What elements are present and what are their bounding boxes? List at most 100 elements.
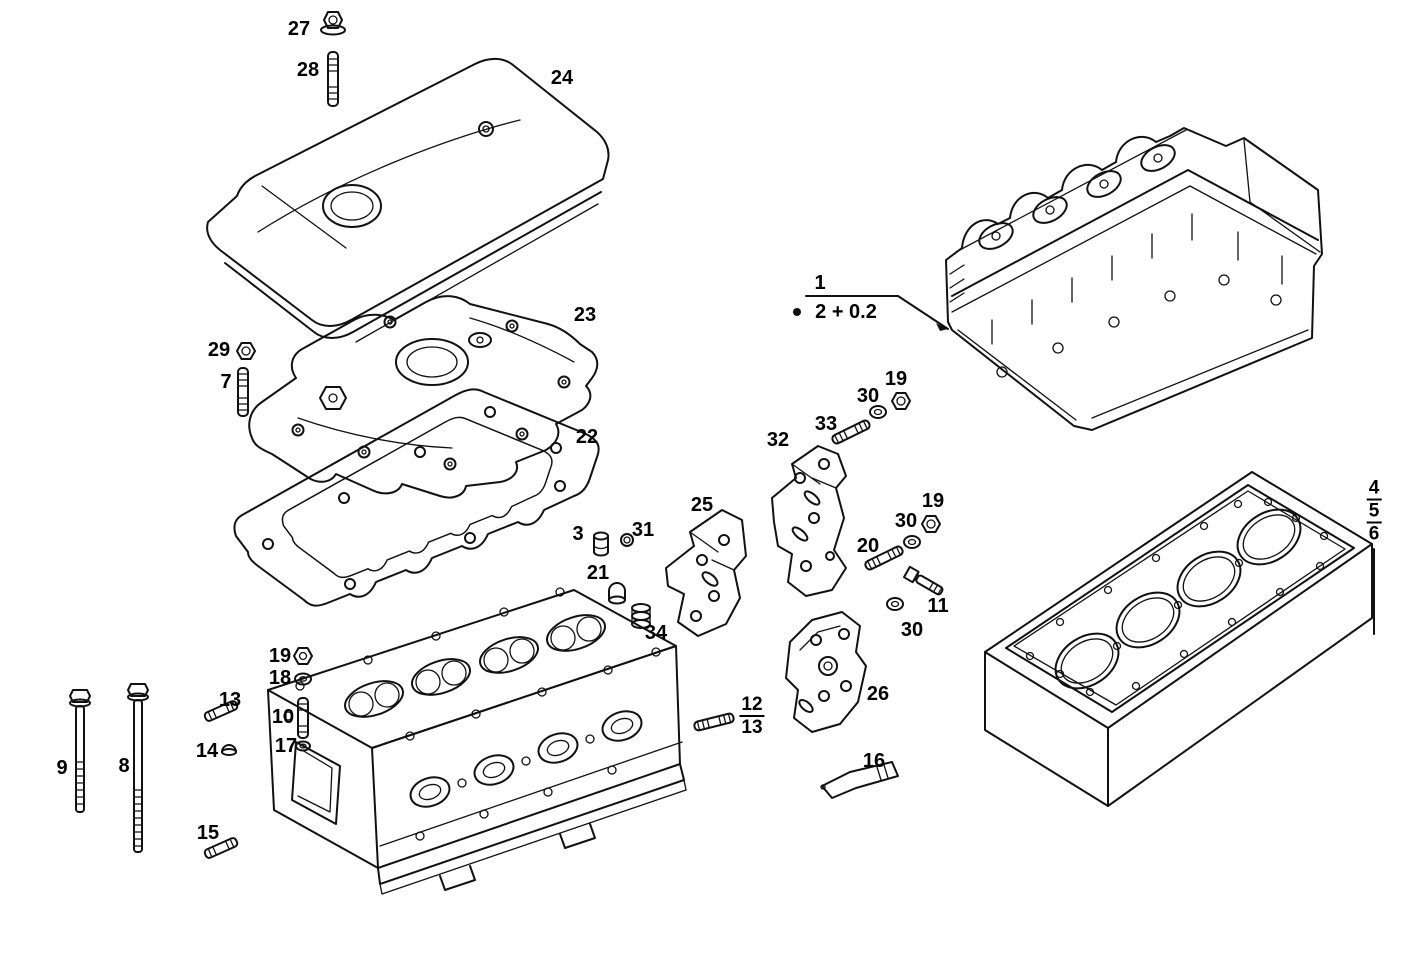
washer-30-top <box>869 405 887 419</box>
part-number: 3 <box>572 523 584 545</box>
part-callout-23: 23 <box>574 305 596 325</box>
valve-cover-gasket <box>233 388 600 607</box>
part-callout-30-bottom: 30 <box>901 620 923 640</box>
part-number: 25 <box>690 494 714 516</box>
part-callout-13: 13 <box>219 690 241 710</box>
part-callout-30-mid: 30 <box>895 511 917 531</box>
part-number: 6 <box>1368 523 1380 545</box>
bolt-9 <box>69 689 91 813</box>
part-number: 20 <box>856 535 880 557</box>
stud-12-13 <box>693 712 735 732</box>
washer-18 <box>294 672 312 686</box>
part-callout-24: 24 <box>551 68 573 88</box>
part-callout-7: 7 <box>220 372 231 392</box>
part-callout-26: 26 <box>867 684 889 704</box>
mounting-bracket-26 <box>785 611 867 733</box>
cylinder-head <box>267 587 687 895</box>
part-number: 10 <box>271 706 295 728</box>
stud-10 <box>297 697 309 739</box>
part-callout-10: 10 <box>272 707 294 727</box>
part-callout-9: 9 <box>56 758 67 778</box>
part-number: 19 <box>268 645 292 667</box>
part-callout-11: 11 <box>927 596 948 616</box>
tolerance-note: 2 + 0.2 <box>815 302 877 322</box>
part-number: 7 <box>220 371 232 393</box>
part-callout-27: 27 <box>288 19 310 39</box>
part-callout-32: 32 <box>767 430 789 450</box>
mounting-bracket-25 <box>665 509 747 637</box>
stud-33 <box>831 419 871 445</box>
part-number: 21 <box>586 562 610 584</box>
part-number: 33 <box>814 413 838 435</box>
part-number: 13 <box>218 689 242 711</box>
bolt-11 <box>902 565 944 596</box>
part-callout-1: 1 <box>814 273 825 293</box>
part-callout-12-13: 12 13 <box>739 694 765 738</box>
washer-17 <box>295 740 311 752</box>
part-callout-29: 29 <box>208 340 230 360</box>
part-number: 22 <box>575 426 599 448</box>
part-number: 23 <box>573 304 597 326</box>
part-callout-14: 14 <box>196 741 218 761</box>
part-callout-4-5-6: 4 5 6 <box>1366 477 1382 545</box>
cap-plug-21 <box>608 582 626 605</box>
bolt-8 <box>127 683 149 853</box>
part-callout-30-top: 30 <box>857 386 879 406</box>
part-number: 19 <box>921 490 945 512</box>
bullet-marker <box>793 308 801 316</box>
part-callout-21: 21 <box>587 563 609 583</box>
part-number: 5 <box>1366 500 1382 524</box>
part-number: 31 <box>631 519 655 541</box>
part-callout-19-top: 19 <box>885 369 907 389</box>
mounting-plate-32 <box>771 445 847 597</box>
part-callout-16: 16 <box>863 751 885 771</box>
part-callout-3: 3 <box>572 524 583 544</box>
part-number: 8 <box>118 755 130 777</box>
leader-lines <box>793 295 1375 635</box>
nut-19-left <box>293 647 313 665</box>
flange-nut-27 <box>320 11 346 36</box>
part-number: 34 <box>644 622 668 644</box>
nut-29 <box>236 342 256 360</box>
part-callout-31: 31 <box>632 520 654 540</box>
part-callout-33: 33 <box>815 414 837 434</box>
cylinder-head-assembly <box>945 127 1323 431</box>
washer-30-mid <box>903 535 921 549</box>
part-number: 15 <box>196 822 220 844</box>
part-number: 32 <box>766 429 790 451</box>
part-number: 30 <box>894 510 918 532</box>
part-callout-28: 28 <box>297 60 319 80</box>
stud-20 <box>864 545 904 571</box>
stud-7 <box>237 367 249 417</box>
part-number: 13 <box>741 717 763 738</box>
part-number: 12 <box>739 694 765 717</box>
part-callout-17: 17 <box>275 736 297 756</box>
plug-3 <box>593 531 609 557</box>
cap-14 <box>221 744 237 756</box>
part-number: 9 <box>56 757 68 779</box>
part-number: 27 <box>287 18 311 40</box>
head-gasket <box>1005 484 1355 713</box>
stud-28 <box>327 51 339 107</box>
part-number: 14 <box>195 740 219 762</box>
part-callout-22: 22 <box>576 427 598 447</box>
nut-19-mid <box>921 515 941 533</box>
stud-15 <box>203 837 239 859</box>
part-callout-15: 15 <box>197 823 219 843</box>
part-number: 28 <box>296 59 320 81</box>
part-callout-25: 25 <box>691 495 713 515</box>
part-number: 4 <box>1366 477 1382 501</box>
tolerance-text: 2 + 0.2 <box>815 301 877 323</box>
washer-30-bottom <box>886 597 904 611</box>
part-number: 18 <box>268 667 292 689</box>
part-number: 19 <box>884 368 908 390</box>
ring-31 <box>620 533 634 547</box>
part-number: 24 <box>550 67 574 89</box>
camshaft-carrier <box>248 295 599 499</box>
part-callout-18: 18 <box>269 668 291 688</box>
nut-19-top <box>891 392 911 410</box>
part-number: 16 <box>862 750 886 772</box>
part-number: 30 <box>856 385 880 407</box>
cylinder-block-slab <box>984 471 1373 807</box>
